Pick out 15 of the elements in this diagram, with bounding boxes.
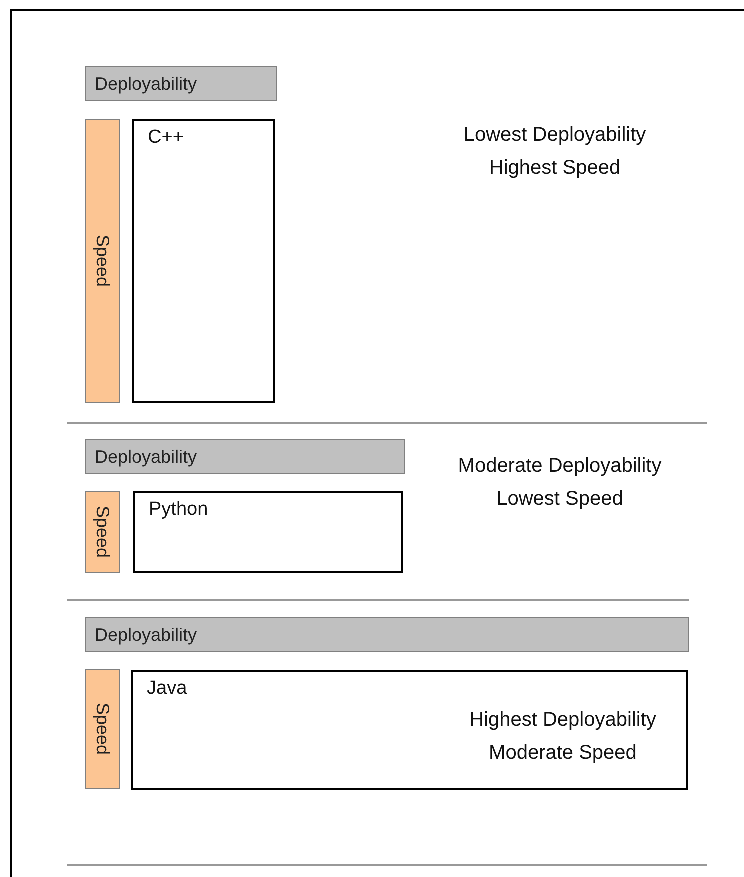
language-box <box>133 491 403 573</box>
language-box <box>132 119 275 403</box>
speed-bar: Speed <box>85 119 120 403</box>
speed-bar: Speed <box>85 491 120 573</box>
deployability-bar: Deployability <box>85 617 689 652</box>
deployability-bar: Deployability <box>85 439 405 474</box>
language-name: Python <box>149 499 208 521</box>
language-name: Java <box>147 678 188 700</box>
speed-bar: Speed <box>85 669 120 789</box>
language-name: C++ <box>148 127 184 149</box>
rating-text: Highest Deployability Moderate Speed <box>468 708 658 766</box>
language-box <box>131 670 688 790</box>
rating-text: Moderate Deployability Lowest Speed <box>457 454 663 512</box>
deployability-bar: Deployability <box>85 66 277 101</box>
rating-text: Lowest Deployability Highest Speed <box>462 123 648 181</box>
